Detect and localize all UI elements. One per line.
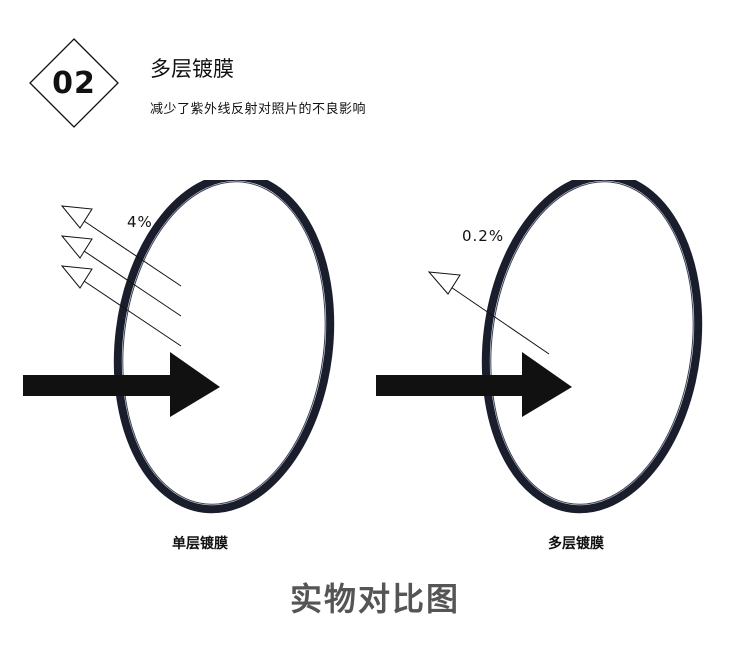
reflection-arrow-1-line: [77, 216, 182, 287]
section-title: 多层镀膜: [150, 57, 234, 81]
left-ring-size: 82mm: [292, 248, 312, 266]
left-reflection-percent: 4%: [127, 213, 153, 231]
left-incoming-light-arrow: [23, 352, 220, 417]
right-ring-model: SHP MRC UV: [623, 220, 667, 241]
reflection-arrow-2-line: [77, 246, 182, 317]
right-reflection-arrows: [427, 271, 550, 355]
left-caption: 单层镀膜: [172, 536, 228, 552]
diamond-outline: [29, 38, 119, 128]
reflection-arrow-4-head: [427, 271, 461, 295]
right-reflection-percent: 0.2%: [462, 227, 505, 245]
reflection-arrow-3-head: [60, 265, 93, 289]
left-ring-brand: SOULMATE: [199, 212, 242, 230]
left-filter-ring: SOULMATE SHP MRC UV 82mm: [113, 180, 335, 514]
left-reflection-arrows: [60, 205, 182, 347]
section-number-badge: 02: [28, 37, 120, 129]
right-ring-size: 82mm: [659, 248, 679, 266]
right-caption: 多层镀膜: [548, 536, 604, 552]
coating-comparison-diagram: SOULMATE SHP MRC UV 82mm SOULMATE SHP MR…: [23, 180, 703, 514]
reflection-arrow-2-head: [60, 235, 93, 259]
section-subtitle: 减少了紫外线反射对照片的不良影响: [150, 102, 367, 117]
reflection-arrow-3-line: [77, 276, 182, 347]
reflection-arrow-1-head: [60, 205, 93, 229]
reflection-arrow-4-line: [444, 282, 550, 355]
footer-title: 实物对比图: [289, 580, 460, 618]
left-ring-model: SHP MRC UV: [254, 220, 298, 241]
right-filter-ring: SOULMATE SHP MRC UV 82mm: [481, 180, 703, 514]
right-incoming-light-arrow: [376, 352, 572, 417]
section-number: 02: [52, 65, 96, 101]
right-ring-brand: SOULMATE: [571, 212, 614, 230]
